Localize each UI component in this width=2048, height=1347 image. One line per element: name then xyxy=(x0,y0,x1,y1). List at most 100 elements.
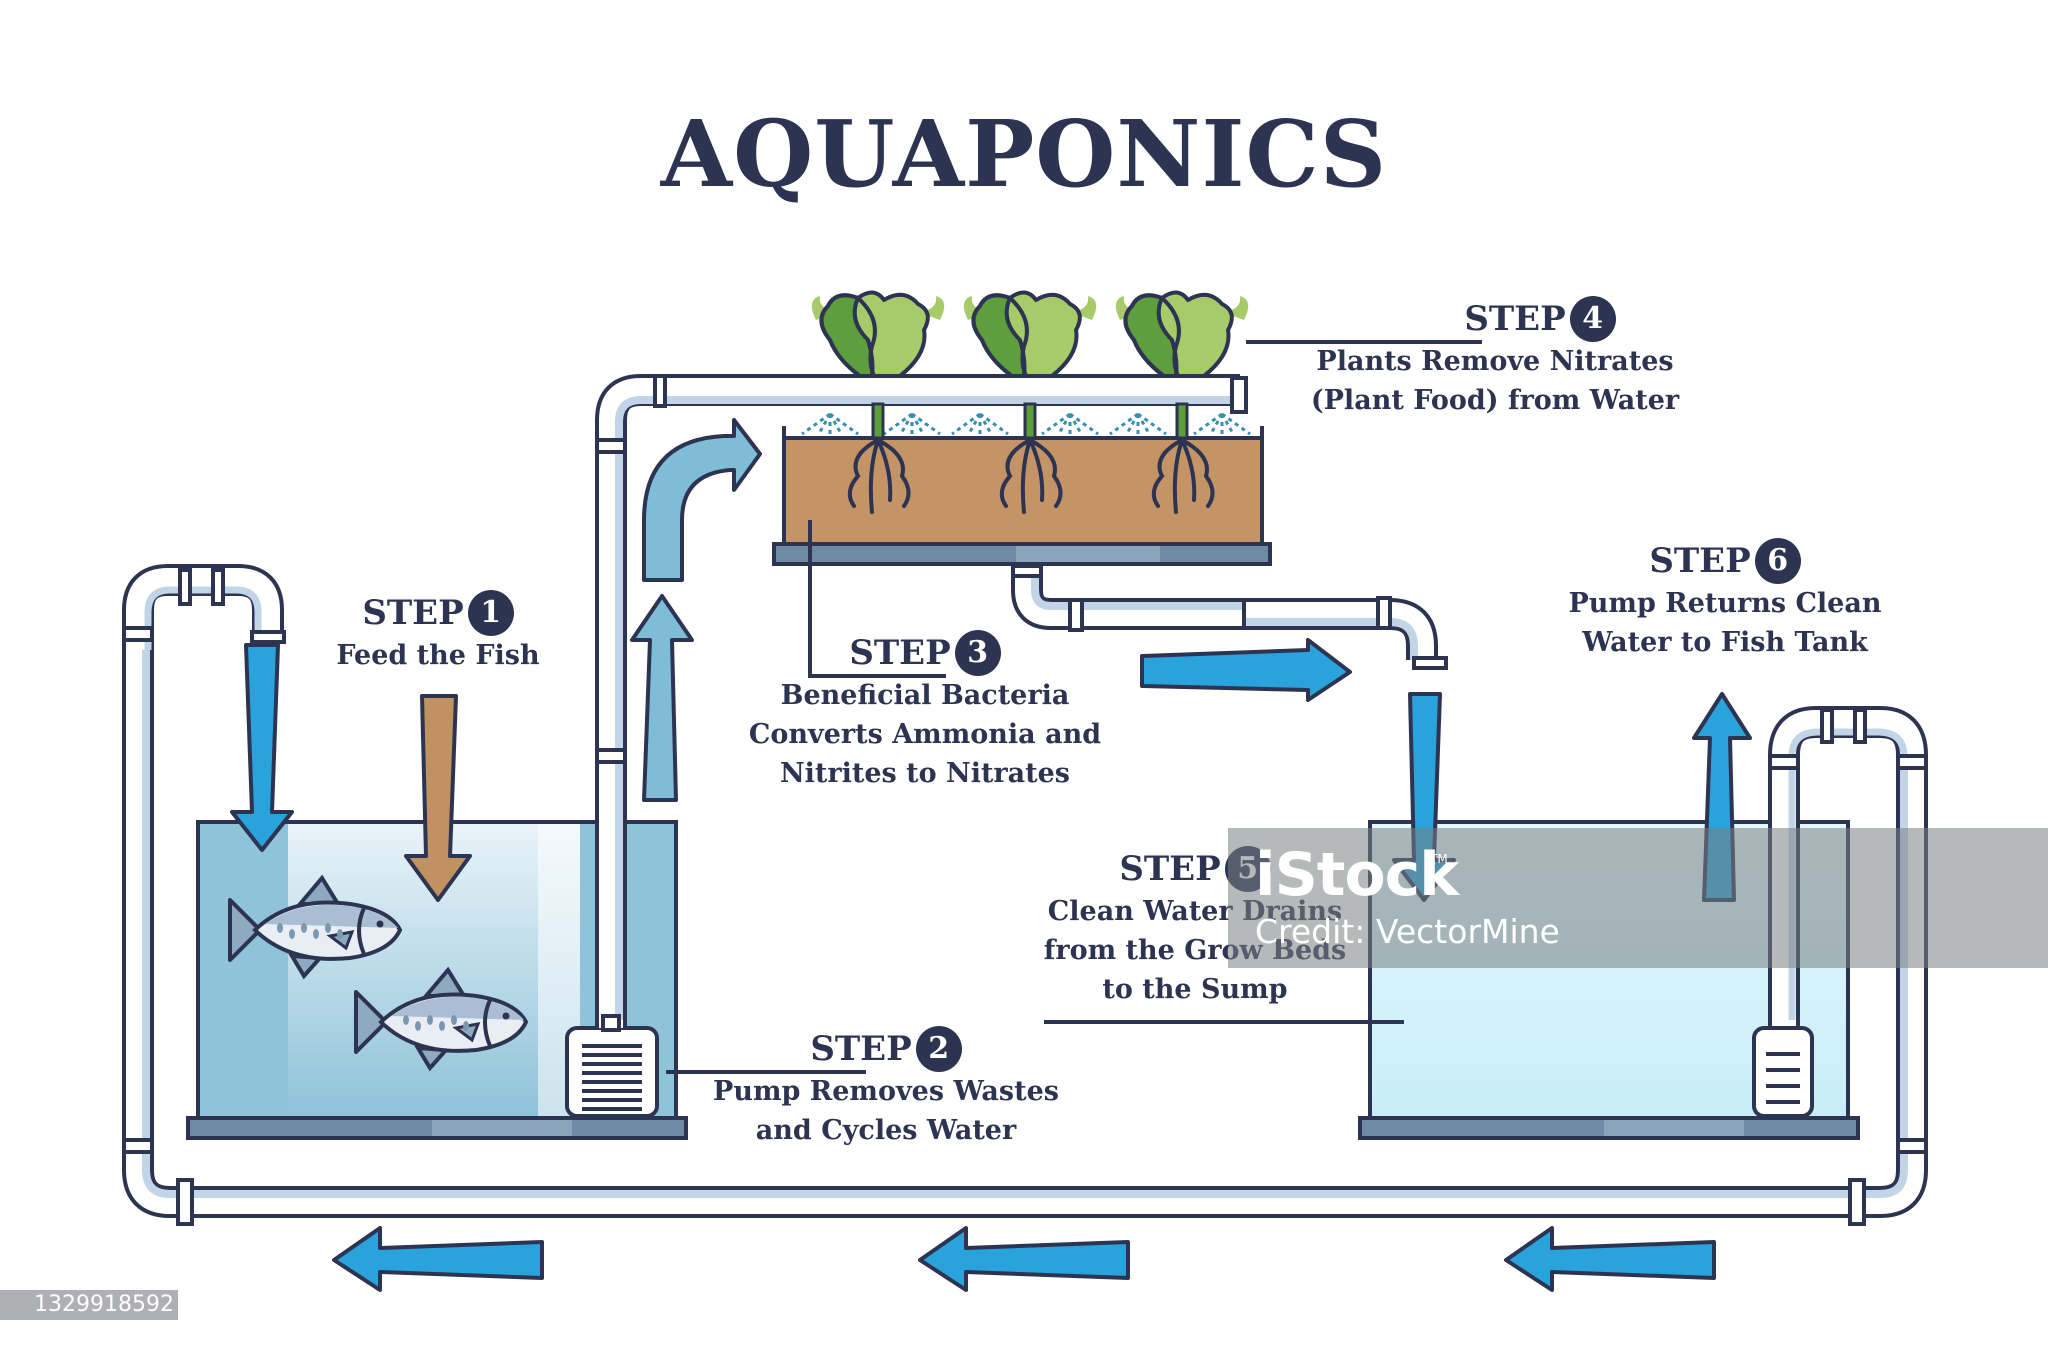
arrow-curve-to-grow-bed xyxy=(642,418,762,582)
watermark-credit: Credit: VectorMine xyxy=(1255,912,1560,951)
step-description-line: Beneficial Bacteria xyxy=(780,680,1070,711)
fish-tank-pump xyxy=(565,1026,659,1118)
spray-jet xyxy=(1069,412,1099,436)
step-description-line: to the Sump xyxy=(1102,974,1288,1005)
lettuce-vein xyxy=(1160,296,1181,377)
spray-jet xyxy=(899,413,914,435)
fish-scale xyxy=(301,923,307,933)
step-description-line: Pump Returns Clean xyxy=(1568,588,1882,619)
fish-tail xyxy=(354,990,388,1054)
fish-gill xyxy=(357,907,366,955)
riser-pipe xyxy=(595,374,1248,1032)
fish-scale xyxy=(403,1015,409,1025)
step-description-line: Water to Fish Tank xyxy=(1582,627,1868,658)
fish-group xyxy=(228,874,529,1072)
step-number-badge: 2 xyxy=(915,1026,962,1072)
fish-eye xyxy=(502,1012,510,1020)
sump-pump xyxy=(1752,1026,1814,1118)
drain-pipe xyxy=(1011,564,1448,670)
step-word: STEP xyxy=(1119,849,1221,889)
spray-jet xyxy=(1041,412,1071,436)
fish-scale xyxy=(325,923,331,933)
plant xyxy=(811,290,945,514)
fish-scale xyxy=(313,929,319,939)
lettuce-vein xyxy=(1008,296,1029,377)
plant-stem xyxy=(871,402,885,440)
fish-scale xyxy=(337,929,343,939)
arrow-up-riser xyxy=(630,594,694,802)
fish-scale xyxy=(463,1021,469,1031)
diagram-title: AQUAPONICS xyxy=(660,100,1388,208)
arrow-down-into-fish-tank xyxy=(230,643,294,852)
spray-jet xyxy=(1057,413,1072,435)
watermark-logo: iStock xyxy=(1255,840,1459,910)
leader-lines xyxy=(666,340,1482,1074)
plant-roots xyxy=(999,438,1063,514)
fish-scale xyxy=(439,1021,445,1031)
step-description-line: Converts Ammonia and xyxy=(748,719,1102,750)
spray-jet xyxy=(910,413,925,435)
spray-jet xyxy=(911,412,941,436)
arrow-fish-feed xyxy=(404,694,472,902)
arrow-return-left-2 xyxy=(918,1226,1130,1292)
spray-jet xyxy=(1209,413,1224,435)
spray-jet xyxy=(1109,412,1139,436)
step-description-line: Pump Removes Wastes xyxy=(713,1076,1059,1107)
image-id-badge: 1329918592 xyxy=(0,1290,178,1320)
plant-stem xyxy=(1175,402,1189,440)
spray-jet xyxy=(1221,412,1251,436)
step-word: STEP xyxy=(849,633,951,673)
step-word: STEP xyxy=(362,593,464,633)
step-number-badge: 4 xyxy=(1569,296,1616,342)
lettuce-vein xyxy=(856,296,877,377)
spray-jet xyxy=(967,413,982,435)
plant xyxy=(1115,290,1249,514)
spray-nozzles xyxy=(801,412,1251,436)
step-word: STEP xyxy=(1464,299,1566,339)
step-description-line: Feed the Fish xyxy=(336,640,540,671)
spray-jet xyxy=(817,413,832,435)
spray-jet xyxy=(979,412,1009,436)
step-description-line: and Cycles Water xyxy=(755,1115,1017,1146)
fish-tank-inlet-pipe xyxy=(122,564,286,650)
fish xyxy=(354,966,529,1072)
spray-jet xyxy=(883,412,913,436)
fish xyxy=(228,874,403,980)
flow-arrows xyxy=(230,418,1752,1292)
fish-scale xyxy=(415,1021,421,1031)
watermark-band xyxy=(1228,828,2048,968)
step-number-badge: 1 xyxy=(467,590,514,636)
spray-jet xyxy=(1136,413,1151,435)
plant-roots xyxy=(1151,438,1215,514)
fish-scale xyxy=(451,1015,457,1025)
arrow-return-left-1 xyxy=(332,1226,544,1292)
spray-jet xyxy=(1193,412,1223,436)
step-number-badge: 3 xyxy=(954,630,1001,676)
leader-step3 xyxy=(808,520,946,678)
arrow-return-left-3 xyxy=(1504,1226,1716,1292)
fish-gill xyxy=(483,999,492,1047)
spray-jet xyxy=(1220,413,1235,435)
spray-jet xyxy=(829,412,859,436)
step-word: STEP xyxy=(1649,541,1751,581)
plant xyxy=(963,290,1097,514)
plants xyxy=(811,290,1249,514)
watermark-trademark: TM xyxy=(1430,852,1448,866)
spray-jet xyxy=(801,412,831,436)
spray-jet xyxy=(1137,412,1167,436)
step-word: STEP xyxy=(810,1029,912,1069)
fish-tail xyxy=(228,898,262,962)
spray-jet xyxy=(1125,413,1140,435)
spray-jet xyxy=(828,413,843,435)
step-description-line: Nitrites to Nitrates xyxy=(780,758,1070,789)
spray-jet xyxy=(1068,413,1083,435)
fish-scale xyxy=(277,923,283,933)
fish-eye xyxy=(376,920,384,928)
step-description-line: Plants Remove Nitrates xyxy=(1316,346,1674,377)
